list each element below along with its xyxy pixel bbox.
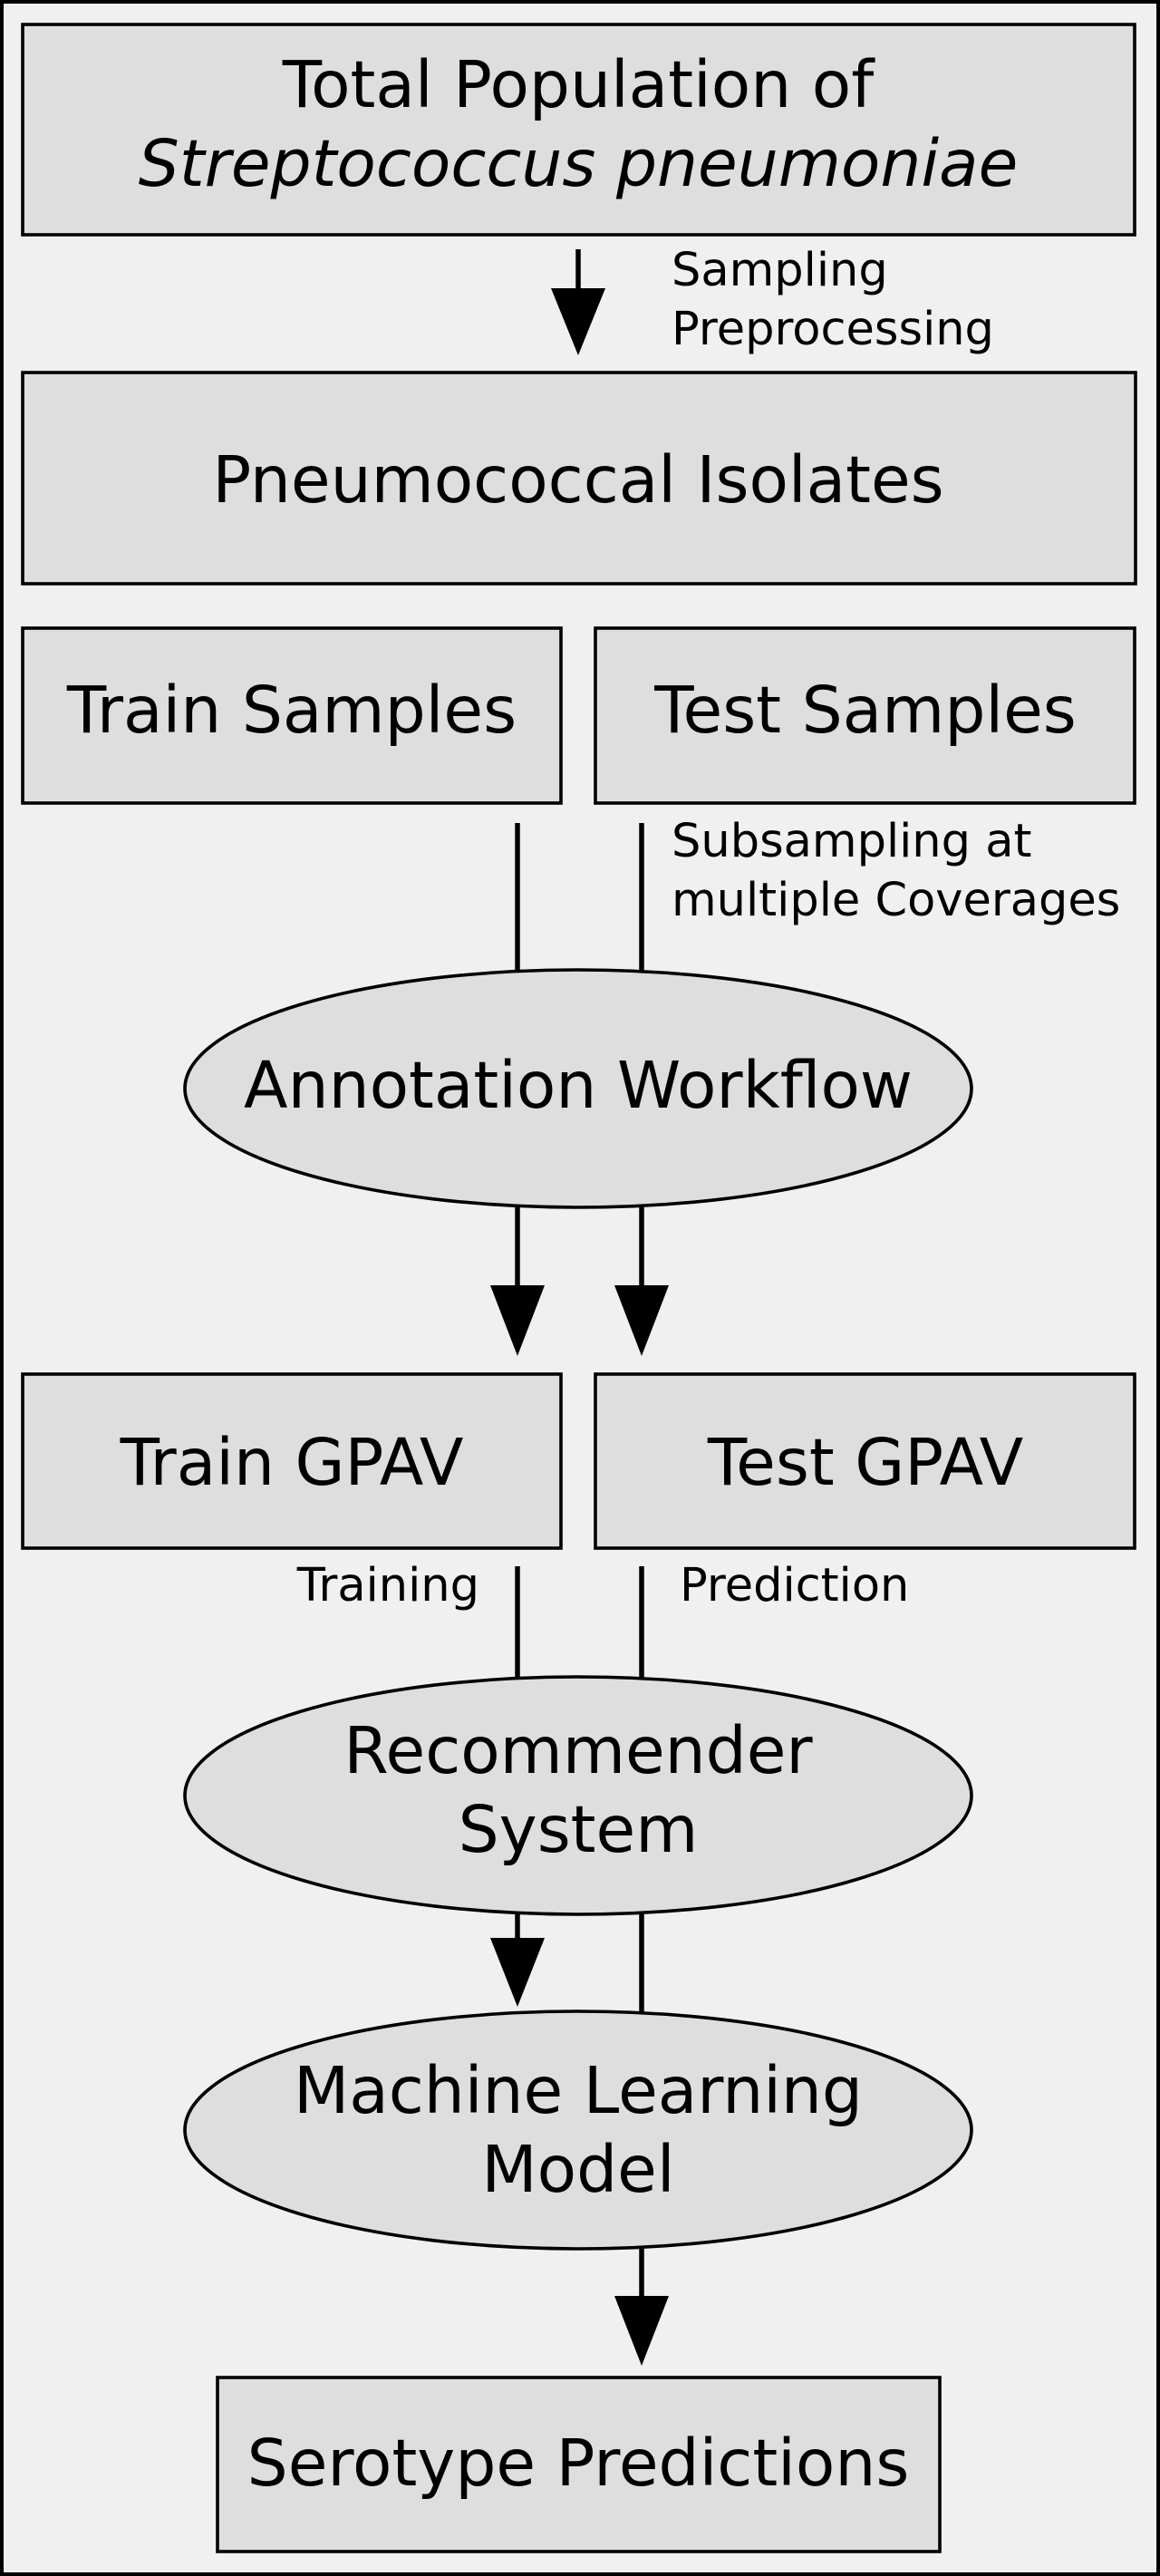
node-total-population-line1: Total Population of: [282, 47, 875, 122]
node-test-samples-label: Test Samples: [653, 673, 1077, 748]
node-test-samples: Test Samples: [594, 626, 1136, 805]
node-recommender-system: Recommender System: [183, 1675, 973, 1916]
node-total-population: Total Population of Streptococcus pneumo…: [21, 23, 1136, 237]
edge-label-subsampling-line2: multiple Coverages: [672, 874, 1120, 927]
node-recommender-system-line1: Recommender: [343, 1713, 813, 1788]
node-serotype-predictions-label: Serotype Predictions: [247, 2426, 910, 2501]
edge-annotation-to-test-gpav: [614, 1207, 669, 1356]
node-ml-model: Machine Learning Model: [183, 2009, 973, 2251]
node-test-gpav-label: Test GPAV: [707, 1425, 1023, 1500]
edge-label-sampling-line1: Sampling: [672, 244, 888, 297]
node-test-gpav: Test GPAV: [594, 1372, 1136, 1550]
node-pneumococcal-isolates: Pneumococcal Isolates: [21, 371, 1137, 586]
node-annotation-workflow: Annotation Workflow: [183, 968, 973, 1209]
node-ml-model-line2: Model: [481, 2132, 674, 2207]
node-train-gpav: Train GPAV: [21, 1372, 563, 1550]
node-serotype-predictions: Serotype Predictions: [216, 2376, 942, 2553]
node-train-samples: Train Samples: [21, 626, 563, 805]
edge-annotation-to-train-gpav: [490, 1207, 545, 1356]
node-train-samples-label: Train Samples: [66, 673, 517, 748]
node-ml-model-line1: Machine Learning: [294, 2053, 863, 2128]
edge-label-subsampling-line1: Subsampling at: [672, 815, 1031, 868]
node-annotation-workflow-label: Annotation Workflow: [244, 1048, 913, 1123]
edge-label-sampling-line2: Preprocessing: [672, 303, 994, 356]
node-total-population-line2: Streptococcus pneumoniae: [139, 126, 1019, 201]
edge-recommender-to-ml-model: [490, 1914, 545, 2007]
node-pneumococcal-isolates-label: Pneumococcal Isolates: [212, 442, 943, 518]
node-train-gpav-label: Train GPAV: [120, 1425, 464, 1500]
edge-ml-model-to-serotype: [614, 2249, 669, 2366]
node-recommender-system-line2: System: [459, 1792, 699, 1867]
edge-label-prediction: Prediction: [680, 1559, 909, 1612]
edge-label-training: Training: [296, 1559, 479, 1612]
edge-population-to-isolates: [551, 249, 605, 355]
